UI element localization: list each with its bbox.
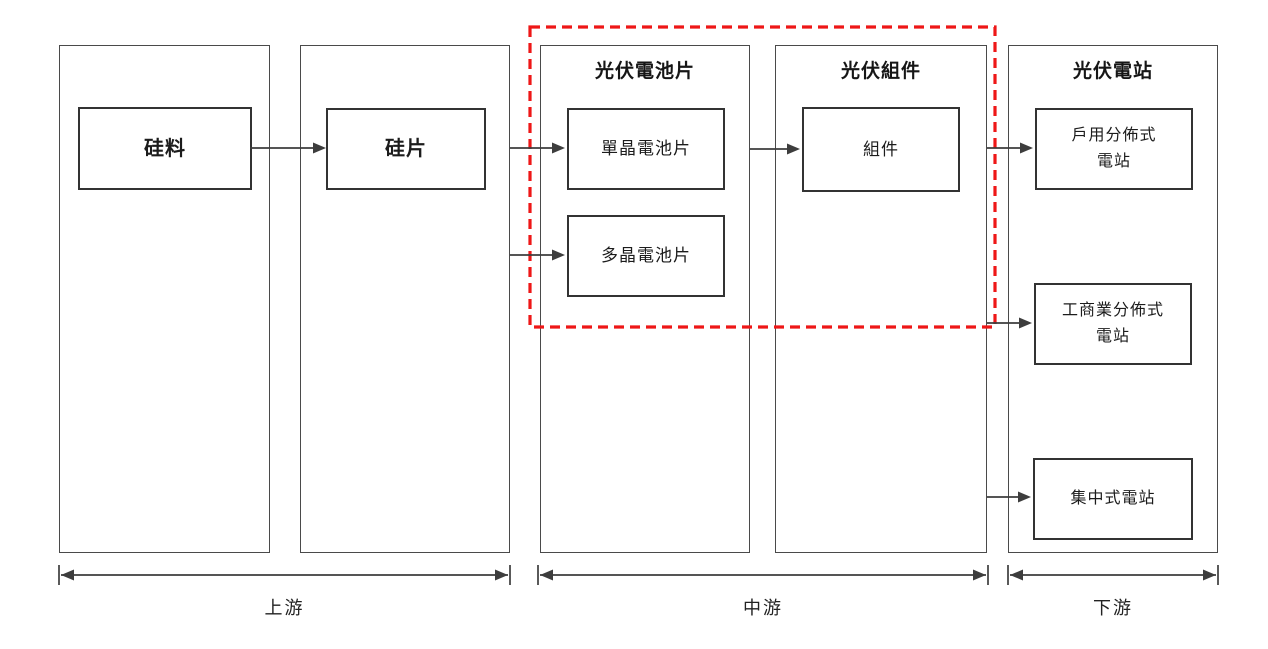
stage-spans bbox=[58, 565, 1219, 585]
midstream-label: 中游 bbox=[743, 598, 783, 618]
silicon-wafer-container bbox=[300, 45, 510, 553]
silicon-wafer-box: 硅片 bbox=[326, 108, 486, 190]
residential-distributed-station-box: 戶用分佈式 電站 bbox=[1035, 108, 1193, 190]
upstream-span bbox=[58, 565, 511, 585]
mono-cell-box: 單晶電池片 bbox=[567, 108, 725, 190]
pv-station-container-title: 光伏電站 bbox=[1072, 61, 1153, 82]
pv-cell-container-title: 光伏電池片 bbox=[594, 61, 695, 82]
module-box: 組件 bbox=[802, 107, 960, 192]
midstream-span bbox=[537, 565, 989, 585]
pv-station-container bbox=[1008, 45, 1218, 553]
downstream-label: 下游 bbox=[1093, 598, 1133, 618]
commercial-distributed-station-box: 工商業分佈式 電站 bbox=[1034, 283, 1192, 365]
downstream-span bbox=[1007, 565, 1219, 585]
silicon-material-box: 硅料 bbox=[78, 107, 252, 190]
centralized-station-box: 集中式電站 bbox=[1033, 458, 1193, 540]
silicon-material-container bbox=[59, 45, 270, 553]
pv-module-container-title: 光伏組件 bbox=[840, 61, 921, 82]
poly-cell-box: 多晶電池片 bbox=[567, 215, 725, 297]
upstream-label: 上游 bbox=[264, 598, 305, 618]
